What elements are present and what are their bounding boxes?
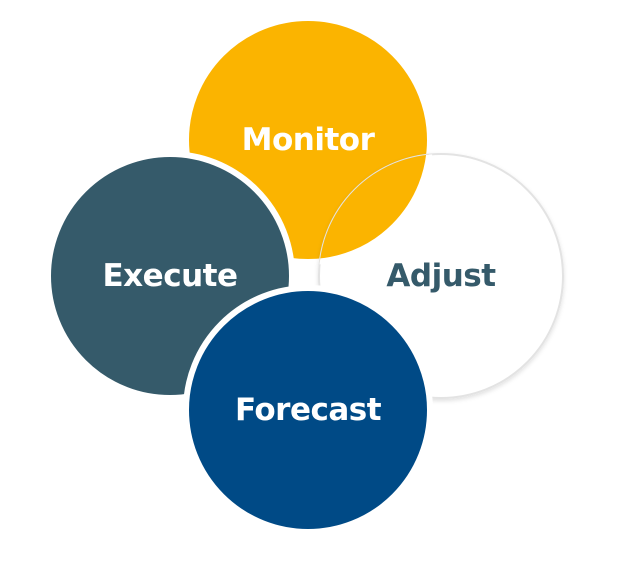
monitor-overlap: [319, 154, 433, 265]
monitor-circle-overlay: [319, 154, 433, 265]
forecast-node: Forecast: [183, 285, 433, 535]
forecast-label: Forecast: [235, 392, 382, 428]
monitor-label: Monitor: [242, 122, 376, 158]
adjust-label: Adjust: [386, 258, 496, 294]
execute-label: Execute: [103, 258, 238, 294]
forecast-circle: [183, 285, 433, 535]
